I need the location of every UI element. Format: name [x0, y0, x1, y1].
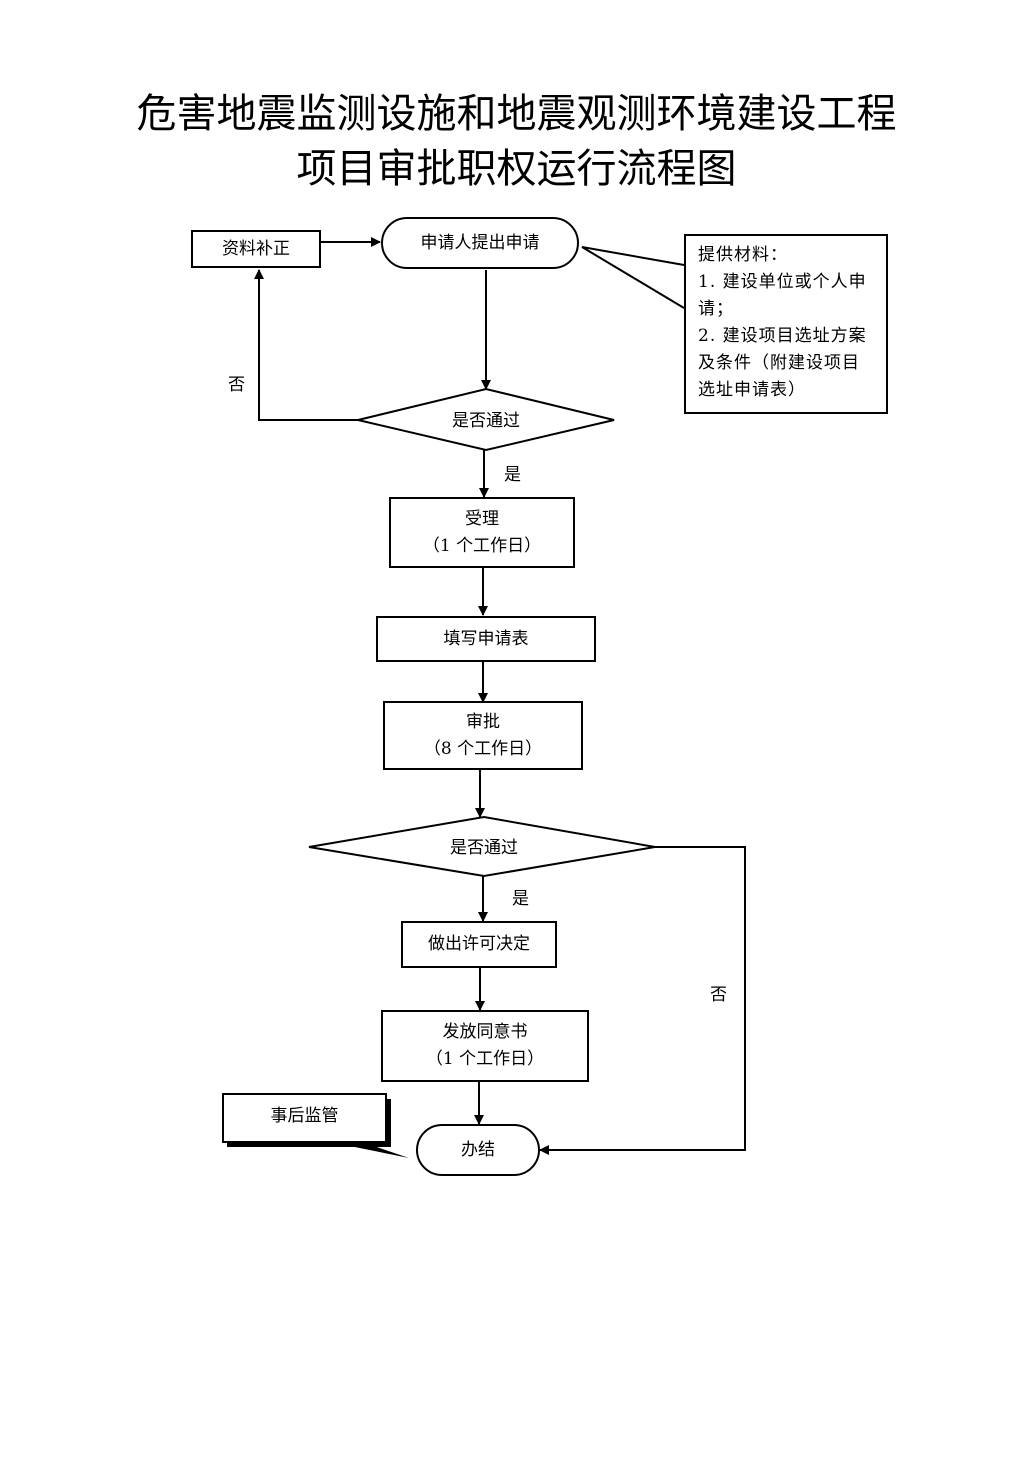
correction-label: 资料补正	[222, 238, 290, 259]
decision-diamond-1	[357, 387, 615, 452]
no-label-1: 否	[228, 375, 245, 395]
correction-box: 资料补正	[191, 230, 321, 268]
arrow-no-to-correction	[254, 269, 358, 421]
approve-time: （8 个工作日）	[423, 738, 543, 759]
fill-form-label: 填写申请表	[443, 628, 529, 649]
accept-time: （1 个工作日）	[422, 535, 542, 556]
materials-callout-pointer	[581, 246, 685, 309]
page-title-line2: 项目审批职权运行流程图	[296, 146, 737, 192]
arrow-no-to-finish	[539, 846, 746, 1155]
decision2-text: 是否通过	[450, 838, 518, 858]
materials-item-1: 1. 建设单位或个人申请；	[698, 272, 867, 319]
accept-box: 受理 （1 个工作日）	[389, 497, 575, 568]
materials-note: 提供材料： 1. 建设单位或个人申请； 2. 建设项目选址方案及条件（附建设项目…	[684, 234, 888, 414]
license-label: 做出许可决定	[428, 934, 530, 954]
finish-terminal: 办结	[416, 1124, 540, 1176]
materials-item-2: 2. 建设项目选址方案及条件（附建设项目选址申请表）	[698, 326, 867, 400]
issue-label: 发放同意书	[442, 1022, 528, 1042]
decision1-text: 是否通过	[452, 411, 520, 431]
license-box: 做出许可决定	[401, 921, 557, 968]
supervision-callout-box	[222, 1093, 387, 1143]
apply-label: 申请人提出申请	[420, 232, 540, 253]
issue-time: （1 个工作日）	[425, 1049, 545, 1069]
apply-terminal: 申请人提出申请	[381, 217, 579, 269]
page-title-line1: 危害地震监测设施和地震观测环境建设工程	[136, 91, 897, 137]
fill-form-box: 填写申请表	[376, 616, 596, 662]
accept-label: 受理	[465, 508, 499, 529]
no-label-2: 否	[710, 985, 727, 1005]
issue-box: 发放同意书 （1 个工作日）	[381, 1010, 589, 1082]
finish-label: 办结	[461, 1139, 495, 1160]
yes-label-1: 是	[504, 465, 521, 485]
approve-box: 审批 （8 个工作日）	[383, 701, 583, 770]
yes-label-2: 是	[512, 889, 529, 909]
approve-label: 审批	[466, 711, 500, 732]
materials-heading: 提供材料：	[698, 245, 788, 265]
supervision-callout-pointer	[330, 1142, 409, 1158]
supervision-label: 事后监管	[270, 1106, 339, 1126]
decision-diamond-2	[308, 815, 656, 878]
